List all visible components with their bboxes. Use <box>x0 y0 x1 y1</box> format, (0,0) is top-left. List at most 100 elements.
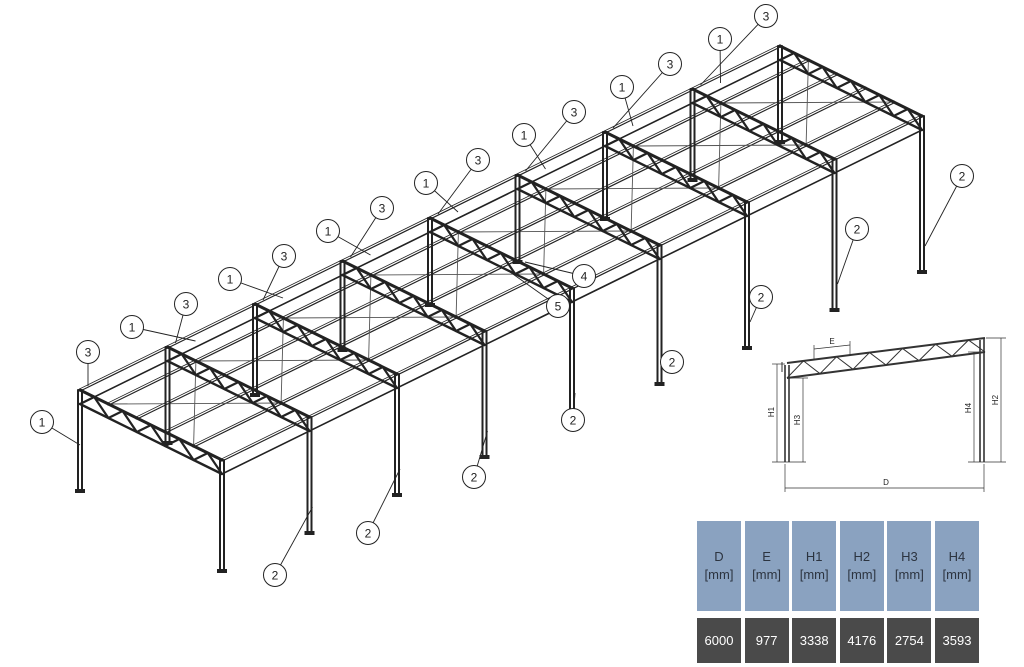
dimension-value-h3: 2754 <box>887 618 932 663</box>
truss-web <box>440 308 458 333</box>
truss-web <box>528 265 545 290</box>
truss-web <box>878 93 895 118</box>
callout-frame-7-truss-label: 3 <box>667 57 674 71</box>
truss-web <box>367 365 384 376</box>
truss-web <box>135 423 153 434</box>
callout-frame-6-truss-label: 3 <box>571 105 578 119</box>
truss-web <box>412 294 429 319</box>
back-column-foot <box>775 140 785 144</box>
dimension-header-h3: H3 [mm] <box>887 521 932 611</box>
callout-front-column-9-circle <box>950 164 974 188</box>
truss-web <box>398 294 415 305</box>
steel-frame-isometric <box>75 44 927 573</box>
truss-web <box>355 266 372 291</box>
callout-frame-3-truss-circle <box>272 244 296 268</box>
truss-web <box>793 51 810 76</box>
dimension-name: H1 <box>805 549 823 564</box>
truss-web <box>646 151 663 176</box>
callout-frame-6-truss-leader <box>525 111 575 172</box>
truss-web <box>107 409 124 420</box>
callout-frame-4-column-label: 1 <box>325 224 332 238</box>
side-view-label-h3: H3 <box>793 414 802 425</box>
truss-web <box>542 279 559 290</box>
truss-web <box>544 194 562 205</box>
callout-front-column-3-label: 2 <box>365 526 372 540</box>
callout-frame-7-column-circle <box>610 75 634 99</box>
dimension-unit: [mm] <box>894 567 924 582</box>
truss-web <box>660 165 678 176</box>
front-column-foot <box>217 569 227 573</box>
truss-web <box>223 380 240 391</box>
front-column-foot <box>742 346 752 350</box>
callout-front-column-9-label: 2 <box>959 169 966 183</box>
dimension-value-h4: 3593 <box>934 618 979 663</box>
truss-web <box>499 251 517 276</box>
truss-web <box>821 65 838 90</box>
callout-frame-5-column-label: 1 <box>423 176 430 190</box>
side-view-label-d: D <box>883 478 889 487</box>
truss-bottom-chord <box>603 144 749 218</box>
truss-web <box>864 93 881 104</box>
back-column-foot <box>512 260 523 264</box>
side-elevation-view <box>772 337 1006 492</box>
callout-frame-3-truss-label: 3 <box>281 249 288 263</box>
callout-frame-8-truss-label: 3 <box>763 9 770 23</box>
truss-web <box>485 251 503 262</box>
callout-bracing-circle <box>546 294 570 318</box>
truss-web <box>353 351 370 376</box>
truss-web <box>310 337 328 348</box>
callout-frame-2-truss-label: 3 <box>183 297 190 311</box>
truss-web <box>178 437 195 462</box>
callout-frame-2-column-circle <box>120 315 144 339</box>
truss-web <box>426 308 443 319</box>
callout-frame-8-column-circle <box>708 27 732 51</box>
dimension-header-h2: H2[mm] <box>839 521 884 611</box>
truss-web <box>209 366 226 391</box>
truss-bottom-chord <box>516 187 661 261</box>
callout-front-column-8-label: 2 <box>854 222 861 236</box>
callout-frame-1-column-label: 1 <box>39 415 46 429</box>
truss-web <box>457 237 474 248</box>
truss-web <box>384 280 401 305</box>
truss-bottom-chord <box>341 273 486 347</box>
dimension-header-d: D[mm] <box>697 521 741 611</box>
dimension-unit: [mm] <box>704 567 734 582</box>
truss-web <box>265 394 283 419</box>
truss-web <box>849 79 867 104</box>
dimension-header-h4: H4 [mm] <box>934 521 979 611</box>
truss-web <box>251 394 268 405</box>
dimension-name: H3 <box>901 549 918 564</box>
side-view-label-h4: H4 <box>964 402 973 413</box>
callout-front-column-4-label: 2 <box>471 470 478 484</box>
back-column-foot <box>425 303 435 307</box>
dimension-name: H4 <box>948 549 966 564</box>
callout-front-column-5-label: 2 <box>570 413 577 427</box>
callout-frame-8-truss-leader <box>700 15 767 86</box>
truss-web <box>194 366 212 377</box>
callout-front-column-2-label: 2 <box>272 568 279 582</box>
callout-front-column-2-leader <box>274 506 313 576</box>
truss-web <box>717 193 734 204</box>
back-column-foot <box>687 178 698 182</box>
callout-front-column-7-label: 2 <box>758 290 765 304</box>
truss-bottom-chord <box>778 58 924 132</box>
truss-web <box>892 107 909 118</box>
dimension-unit: [mm] <box>799 567 829 582</box>
truss-web <box>705 94 723 119</box>
dimension-unit: [mm] <box>942 567 972 582</box>
callout-frame-6-truss-circle <box>562 100 586 124</box>
callout-purlin-label: 4 <box>581 269 588 283</box>
truss-web <box>632 151 649 162</box>
truss-web <box>618 137 635 162</box>
callout-front-column-6-label: 2 <box>669 355 676 369</box>
callout-frame-1-column-circle <box>30 410 54 434</box>
back-column-foot <box>75 489 85 493</box>
callout-frame-5-column-circle <box>414 171 438 195</box>
callout-frame-8-column-label: 1 <box>717 32 724 46</box>
callout-frame-7-truss-circle <box>658 52 682 76</box>
truss-web <box>615 222 633 247</box>
front-column-foot <box>392 493 402 497</box>
truss-web <box>369 280 387 291</box>
